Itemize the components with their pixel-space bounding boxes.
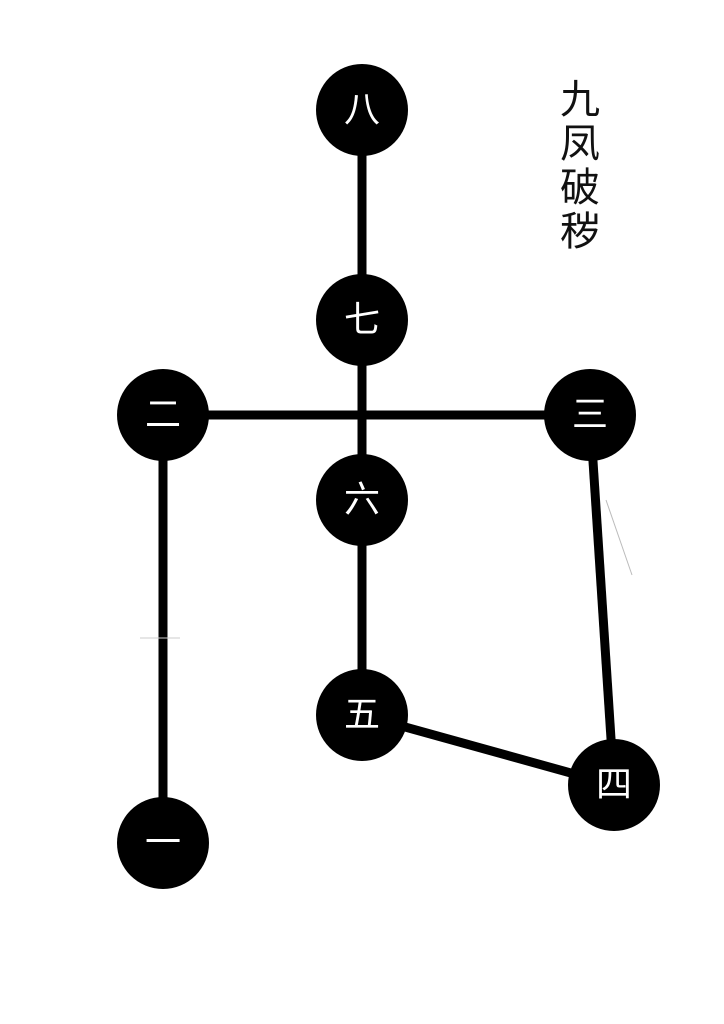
nodes-layer: 一 二 三四 五 六 七 八 — [117, 64, 660, 889]
node-circle — [316, 454, 408, 546]
node-label: 三 — [572, 395, 608, 436]
node-n3: 三 — [544, 369, 636, 461]
node-circle — [316, 64, 408, 156]
node-n8: 八 — [316, 64, 408, 156]
node-label: 一 — [145, 823, 181, 864]
node-n6: 六 — [316, 454, 408, 546]
node-circle — [117, 369, 209, 461]
edge-n3-n4 — [585, 414, 619, 786]
node-n4: 四 — [568, 739, 660, 831]
node-label: 七 — [344, 300, 380, 341]
diagram-title: 九凤破秽 — [560, 77, 600, 255]
node-circle — [544, 369, 636, 461]
node-n2: 二 — [117, 369, 209, 461]
node-label: 二 — [145, 395, 181, 436]
node-n5: 五 — [316, 669, 408, 761]
node-circle — [568, 739, 660, 831]
node-label: 四 — [596, 765, 632, 806]
node-n7: 七 — [316, 274, 408, 366]
faint-mark — [605, 499, 633, 576]
node-circle — [316, 669, 408, 761]
node-label: 八 — [344, 90, 380, 131]
node-circle — [117, 797, 209, 889]
node-n1: 一 — [117, 797, 209, 889]
node-circle — [316, 274, 408, 366]
node-label: 五 — [344, 695, 380, 736]
node-label: 六 — [344, 480, 380, 521]
